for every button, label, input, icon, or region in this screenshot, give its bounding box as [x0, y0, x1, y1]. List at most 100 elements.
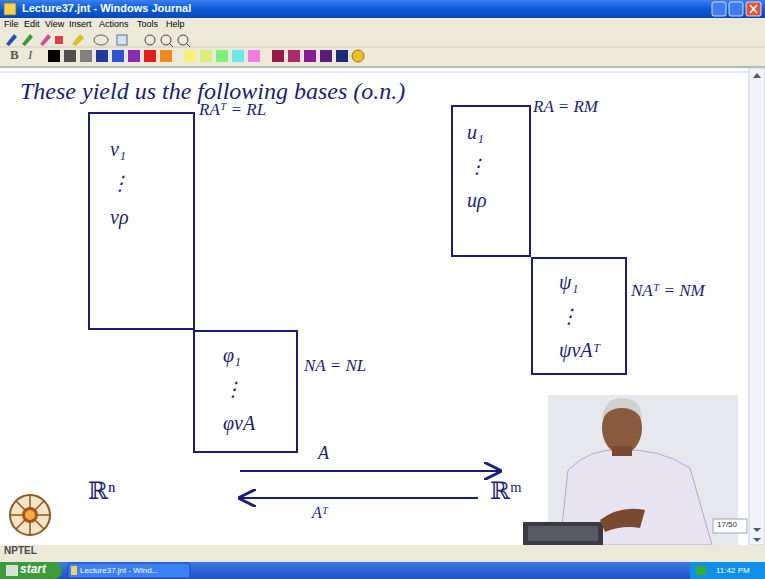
page-ground	[0, 68, 749, 545]
presenter-photo	[602, 398, 642, 420]
space-label: ℝⁿ	[88, 478, 116, 506]
task-bar	[0, 562, 765, 579]
title-bar	[750, 5, 757, 13]
page-ground	[0, 72, 749, 73]
toolbar	[0, 30, 765, 68]
task-bar	[0, 545, 765, 579]
toolbar	[117, 35, 127, 45]
map-arrows	[240, 470, 500, 472]
toolbar	[0, 30, 765, 68]
nptel-logo	[10, 495, 50, 535]
color-swatches	[216, 50, 228, 62]
color-swatches	[304, 50, 316, 62]
window-title: Lecture37.jnt - Windows Journal	[22, 2, 191, 15]
page-ground	[0, 68, 749, 545]
color-swatches	[336, 50, 348, 62]
color-swatches	[96, 50, 108, 62]
color-swatches	[64, 50, 76, 62]
title-bar	[729, 2, 743, 16]
basis-vectors: ψ₁ ⋮ ψνAᵀ	[559, 265, 600, 367]
toolbar	[94, 35, 108, 45]
map-label: A	[318, 443, 329, 464]
task-button: Lecture37.jnt - Wind...	[80, 566, 158, 575]
task-bar	[6, 565, 18, 576]
color-swatches	[200, 50, 212, 62]
toolbar	[0, 47, 765, 48]
map-arrows	[240, 497, 478, 499]
scroll-bar	[749, 68, 765, 545]
color-swatches	[144, 50, 156, 62]
toolbar	[6, 34, 17, 46]
basis-vectors: φ₁ ⋮ φνA	[223, 338, 255, 440]
color-swatches	[80, 50, 92, 62]
color-swatches	[0, 50, 765, 67]
title-bar	[746, 2, 761, 16]
scroll-bar	[753, 538, 761, 542]
nptel-logo	[10, 495, 50, 535]
basis-box: NAᵀ = NMψ₁ ⋮ ψνAᵀ	[531, 257, 627, 375]
map-arrows	[240, 471, 500, 498]
title-bar	[712, 2, 726, 16]
toolbar	[186, 43, 190, 47]
nptel-logo	[25, 510, 35, 520]
basis-vectors: v₁ ⋮ vρ	[110, 132, 130, 234]
clock: 11:42 PM	[716, 566, 750, 575]
color-swatches	[272, 50, 284, 62]
menu-item: Actions	[99, 19, 129, 29]
toolbar	[40, 34, 51, 46]
space-label: ℝᵐ	[490, 478, 522, 506]
color-swatches	[128, 50, 140, 62]
map-label: Aᵀ	[312, 504, 328, 522]
nptel-logo	[10, 495, 50, 535]
task-bar	[696, 566, 706, 575]
task-bar	[0, 562, 62, 579]
toolbar	[22, 34, 33, 46]
page-counter	[713, 519, 747, 533]
color-swatches	[112, 50, 124, 62]
subspace-label: NAᵀ = NM	[631, 281, 705, 301]
subspace-label: RA = RM	[533, 97, 598, 117]
color-swatches	[184, 50, 196, 62]
subspace-label: NA = NL	[304, 356, 366, 376]
title-bar	[0, 0, 765, 18]
task-bar	[71, 566, 77, 575]
color-swatches	[248, 50, 260, 62]
start-button: start	[20, 563, 46, 577]
task-bar	[68, 563, 190, 578]
page-counter	[713, 519, 747, 533]
color-swatches	[160, 50, 172, 62]
toolbar	[145, 35, 155, 45]
menu-item: View	[45, 19, 64, 29]
task-bar	[690, 562, 765, 579]
toolbar	[169, 43, 173, 47]
basis-box: RAᵀ = RLv₁ ⋮ vρ	[88, 112, 195, 330]
presenter-photo	[523, 522, 603, 545]
color-swatches	[0, 67, 765, 68]
toolbar	[55, 36, 63, 44]
color-swatches	[48, 50, 60, 62]
color-swatches	[352, 50, 364, 62]
title-bar	[4, 3, 16, 15]
bold-button: B	[10, 48, 19, 63]
color-swatches	[288, 50, 300, 62]
scroll-bar	[753, 73, 761, 78]
basis-box: NA = NLφ₁ ⋮ φνA	[193, 330, 298, 453]
scroll-bar	[753, 528, 761, 532]
presenter-photo	[528, 526, 598, 541]
menu-item: Tools	[137, 19, 158, 29]
menu-item: Edit	[24, 19, 40, 29]
scroll-bar	[749, 68, 765, 545]
basis-box: RA = RMu₁ ⋮ uρ	[451, 105, 531, 257]
presenter-photo	[600, 509, 645, 532]
toolbar	[72, 34, 84, 46]
color-swatches	[320, 50, 332, 62]
color-swatches	[232, 50, 244, 62]
basis-vectors: u₁ ⋮ uρ	[467, 115, 487, 217]
menu-bar	[0, 18, 765, 30]
presenter-photo	[612, 446, 632, 456]
menu-bar	[0, 18, 765, 30]
italic-button: I	[28, 48, 32, 63]
menu-item: File	[4, 19, 19, 29]
menu-item: Insert	[69, 19, 92, 29]
subspace-label: RAᵀ = RL	[199, 100, 266, 120]
